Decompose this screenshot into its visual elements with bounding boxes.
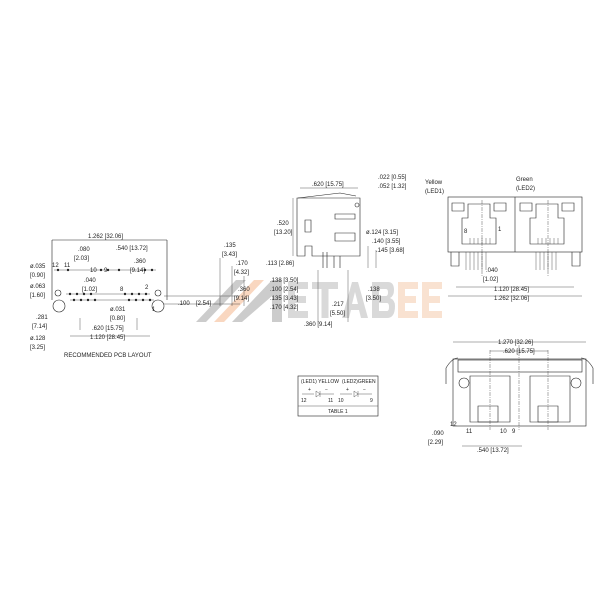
pin-number: 10 [500, 429, 507, 435]
dim-label: .040 [84, 278, 96, 284]
dim-label: .090 [432, 431, 444, 437]
dim-label: .360 [134, 259, 146, 265]
pin-number: 8 [464, 229, 468, 235]
pin-number: 9 [512, 429, 516, 435]
pin-number: 12 [450, 422, 457, 428]
dim-label: [2.29] [428, 440, 443, 446]
pin-number: 9 [104, 268, 108, 274]
pcb-holes [52, 268, 165, 313]
dim-label: [3.43] [222, 252, 237, 258]
dim-label: [2.03] [74, 256, 89, 262]
dim-label: [1.02] [483, 277, 498, 283]
dim-label: .100 [178, 301, 190, 307]
pin-number: 8 [120, 287, 124, 293]
dim-label: .170 [4.32] [270, 305, 299, 311]
table-sign: − [325, 387, 328, 393]
dim-label: ø.063 [30, 284, 46, 290]
table-sign: + [308, 387, 311, 393]
dim-label: .620 [15.75] [503, 349, 535, 355]
led-label: (LED1) [425, 189, 444, 195]
dim-label: .620 [15.75] [312, 182, 344, 188]
table-pin: 9 [370, 398, 373, 404]
dim-label: .135 [3.43] [270, 296, 299, 302]
dim-label: [4.32] [234, 270, 249, 276]
dim-label: .170 [236, 261, 248, 267]
table-pin: 11 [328, 398, 333, 404]
led-pin-table: (LED1) YELLOW (LED2)GREEN + − + − 12 11 … [297, 375, 379, 417]
dim-label: ø.031 [110, 307, 126, 313]
side-view: .620 [15.75] .022 [0.55] .052 [1.32] .52… [266, 175, 407, 328]
table-header-led2: (LED2)GREEN [342, 379, 376, 385]
dim-label: 1.262 [32.06] [494, 296, 529, 302]
dim-label: [13.20] [274, 230, 293, 236]
dim-label: 1.120 [28.45] [494, 287, 529, 293]
pin-number: 11 [466, 429, 473, 435]
led-label: (LED2) [516, 186, 535, 192]
dim-label: [1.60] [30, 293, 45, 299]
dim-label: .138 [3.50] [270, 278, 299, 284]
dim-label: [0.90] [30, 273, 45, 279]
table-caption: TABLE 1 [328, 409, 348, 415]
table-pin: 12 [301, 398, 307, 404]
bottom-view: 1.270 [32.26] .620 [15.75] 12 11 10 9 .0… [428, 340, 594, 454]
dim-label: .113 [2.86] [266, 261, 294, 267]
dim-label: .620 [15.75] [92, 326, 124, 332]
dim-label: .145 [3.68] [376, 248, 405, 254]
dim-label: .217 [332, 302, 344, 308]
front-view: Yellow (LED1) Green (LED2) 8 1 .040 [1.0… [425, 177, 583, 302]
table-header-led1: (LED1) YELLOW [301, 379, 339, 385]
led-label: Green [516, 177, 533, 183]
dim-label: ø.035 [30, 264, 46, 270]
dim-label: ø.124 [3.15] [366, 230, 398, 236]
dim-label: 1.270 [32.26] [498, 340, 533, 346]
dim-label: .022 [0.55] [378, 175, 407, 181]
table-sign: + [346, 387, 349, 393]
dim-label: [3.50] [366, 296, 381, 302]
pin-number: 1 [498, 227, 502, 233]
dim-label: .040 [486, 268, 498, 274]
dim-label: .281 [36, 315, 48, 321]
dim-label: 1.262 [32.06] [88, 234, 123, 240]
dim-label: 1.120 [28.45] [90, 335, 125, 341]
pin-number: 10 [90, 268, 97, 274]
dim-label: [9.14] [234, 296, 249, 302]
watermark-logo [196, 280, 442, 322]
dim-label: .052 [1.32] [378, 184, 407, 190]
pin-number: 2 [145, 285, 149, 291]
table-sign: − [363, 387, 366, 393]
dim-label: .140 [3.55] [372, 239, 401, 245]
dim-label: [1.02] [82, 287, 97, 293]
pin-number: 12 [52, 263, 59, 269]
dim-label: .080 [78, 247, 90, 253]
dim-label: .360 [9.14] [304, 322, 333, 328]
pcb-layout-title: RECOMMENDED PCB LAYOUT [64, 353, 152, 359]
dim-label: .360 [238, 287, 250, 293]
led-label: Yellow [425, 180, 443, 186]
dim-label: [5.50] [330, 311, 345, 317]
dim-label: [2.54] [196, 301, 211, 307]
dim-label: .540 [13.72] [477, 448, 509, 454]
pin-number: 1 [152, 307, 156, 313]
dim-label: [9.14] [130, 268, 145, 274]
watermark-letters-orange [398, 282, 442, 318]
dim-label: .138 [368, 287, 380, 293]
dim-label: .100 [2.54] [270, 287, 299, 293]
dim-label: [3.25] [30, 345, 45, 351]
pcb-layout-view: ø.035 [0.90] ø.063 [1.60] .281 [7.14] ø.… [30, 234, 250, 359]
watermark-letters-gray [288, 282, 395, 318]
dim-label: ø.128 [30, 336, 46, 342]
pin-number: 11 [64, 263, 71, 269]
table-pin: 10 [338, 398, 344, 404]
dim-label: .135 [224, 243, 236, 249]
dim-label: .540 [13.72] [116, 246, 148, 252]
dim-label: [0.80] [110, 316, 125, 322]
dim-label: [7.14] [32, 324, 47, 330]
dim-label: .520 [277, 221, 289, 227]
